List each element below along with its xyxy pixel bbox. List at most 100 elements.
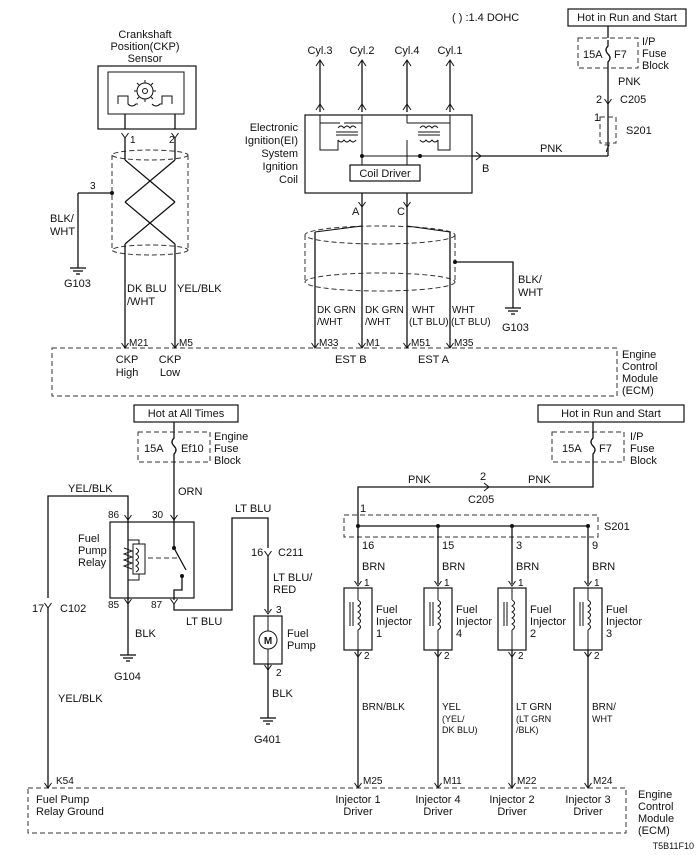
ign-wire-4a: WHT	[452, 305, 475, 316]
s201-top-box	[599, 116, 617, 144]
pump-ground-label: G401	[254, 734, 281, 746]
pump-pin-2: 2	[276, 668, 282, 679]
injector-ecm-pin: M11	[443, 776, 462, 787]
ckp-shield-wire: BLK/	[50, 213, 75, 225]
injector-wire-top: BRN	[516, 561, 539, 573]
ckp-wire-left-2: /WHT	[127, 296, 155, 308]
ip-fuse-top-label-2: Fuse	[642, 48, 666, 60]
c211-pin: 16	[251, 547, 263, 559]
injector-splice-pin: 9	[592, 540, 598, 552]
ecm-pin-m5: M5	[179, 338, 193, 349]
ign-wire-2b: /WHT	[365, 317, 391, 328]
ign-wire-3b: (LT BLU)	[409, 317, 449, 328]
header-note: ( ) :1.4 DOHC	[452, 12, 519, 24]
injector-name-1: Fuel	[606, 604, 627, 616]
pump-label-2: Pump	[287, 640, 316, 652]
injector-name-2: Injector	[456, 616, 492, 628]
engine-fuse-label-1: Engine	[214, 431, 248, 443]
injector-pin-bottom: 2	[518, 651, 524, 662]
injector-name-1: Fuel	[530, 604, 551, 616]
ip-fuse-top-amp: 15A	[583, 49, 603, 61]
inj-fuse-label-3: Block	[630, 455, 657, 467]
injector-driver-1: Injector 4	[415, 794, 460, 806]
injector-wire-bottom-2: WHT	[592, 714, 613, 724]
hot-all-times-label: Hot at All Times	[148, 408, 225, 420]
ckp-title-3: Sensor	[128, 53, 163, 65]
pnk-right-wire: PNK	[528, 474, 551, 486]
ip-fuse-top-pin1: 1	[594, 112, 600, 124]
ecm-est-a: EST A	[418, 354, 450, 366]
ign-wire-2a: DK GRN	[365, 305, 404, 316]
ecm-top-label-1: Engine	[622, 349, 656, 361]
ckp-shield	[111, 143, 189, 340]
injector-wire-top: BRN	[362, 561, 385, 573]
ecm-ckp-low-1: CKP	[159, 354, 182, 366]
ip-fuse-top-pin7: 7	[604, 143, 610, 155]
ecm-bottom-label-3: Module	[638, 813, 674, 825]
ign-title-2: Ignition(EI)	[245, 135, 298, 147]
ecm-pin-m21: M21	[129, 338, 149, 349]
injector-driver-2: Driver	[343, 806, 373, 818]
ckp-title-2: Position(CKP)	[110, 41, 179, 53]
injector-wire-bottom-1: BRN/BLK	[362, 702, 405, 713]
spark-plug-wires	[315, 59, 455, 112]
ckp-pin-3: 3	[90, 181, 96, 192]
ign-title-1: Electronic	[250, 122, 299, 134]
injector-name-2: Injector	[606, 616, 642, 628]
ground-icon	[120, 654, 136, 662]
solenoid-icon	[357, 599, 361, 631]
injector-splice-pin: 3	[516, 540, 522, 552]
injector-driver-2: Driver	[497, 806, 527, 818]
ip-fuse-top-label-3: Block	[642, 60, 669, 72]
injector-splice-pin: 16	[362, 540, 374, 552]
injector-driver-2: Driver	[573, 806, 603, 818]
lt-blu-bottom-wire: LT BLU	[186, 616, 222, 628]
injector-wire-top: BRN	[592, 561, 615, 573]
figure-id: T5B11F10	[653, 841, 694, 851]
ckp-ground-label: G103	[64, 278, 91, 290]
ip-fuse-top-label-1: I/P	[642, 36, 655, 48]
ground-icon	[260, 717, 276, 725]
injector-wire-bottom-1: LT GRN	[516, 702, 552, 713]
injector-name-2: Injector	[376, 616, 412, 628]
relay-label-2: Pump	[78, 545, 107, 557]
yel-blk-top-wire: YEL/BLK	[68, 483, 113, 495]
injector-pin-bottom: 2	[444, 651, 450, 662]
ecm-bottom-label-2: Control	[638, 801, 673, 813]
orn-wire: ORN	[178, 486, 203, 498]
cyl3-label: Cyl.3	[307, 45, 332, 57]
injector-pin-top: 1	[594, 578, 600, 589]
injector-wire-bottom-2: (LT GRN	[516, 714, 551, 724]
ecm-top-box	[51, 347, 618, 397]
ecm-pin-m1: M1	[366, 338, 380, 349]
solenoid-icon	[587, 599, 591, 631]
ckp-shield-wire-2: WHT	[50, 226, 75, 238]
ecm-bottom-box	[27, 787, 627, 834]
relay-ground-wire: BLK	[135, 628, 156, 640]
c211-label: C211	[278, 547, 303, 559]
pump-ground-wire: BLK	[272, 688, 293, 700]
c102-label: C102	[60, 603, 86, 615]
fuse-icon	[605, 40, 611, 68]
s201-bottom-box	[343, 514, 599, 538]
coil-driver-box	[349, 164, 421, 182]
relay-pin-30: 30	[152, 510, 164, 521]
ecm-bottom-label-4: (ECM)	[638, 825, 670, 837]
fpr-ground-1: Fuel Pump	[36, 794, 89, 806]
ckp-title-1: Crankshaft	[118, 29, 171, 41]
solenoid-icon	[511, 599, 515, 631]
ign-wire-4b: (LT BLU)	[451, 317, 491, 328]
ecm-top-label-2: Control	[622, 361, 657, 373]
ckp-pin-2: 2	[169, 135, 175, 146]
relay-label-3: Relay	[78, 557, 107, 569]
injector-name-3: 2	[530, 628, 536, 640]
cylinder-labels: Cyl.3 Cyl.2 Cyl.4 Cyl.1	[307, 45, 462, 57]
ckp-wire-right: YEL/BLK	[177, 283, 222, 295]
injector-wire-bottom-1: BRN/	[592, 702, 616, 713]
ecm-pin-k54: K54	[56, 776, 74, 787]
ip-fuse-top-pin2: 2	[596, 94, 602, 106]
relay-ground-label: G104	[114, 671, 141, 683]
ign-term-c: C	[397, 206, 405, 218]
injector-driver-1: Injector 3	[565, 794, 610, 806]
inj-fuse-label-1: I/P	[630, 431, 643, 443]
